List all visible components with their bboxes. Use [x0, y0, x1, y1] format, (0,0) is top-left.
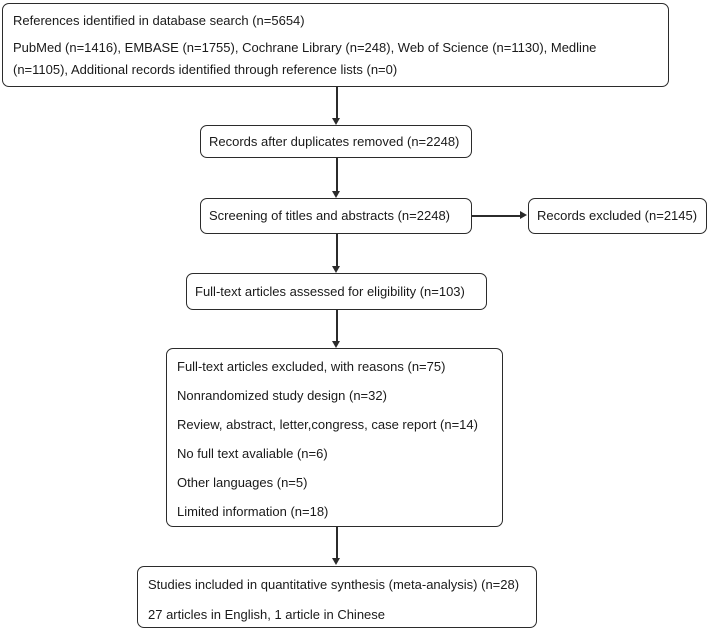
- box-records-excluded: Records excluded (n=2145): [528, 198, 707, 234]
- box-fulltext-excluded-title: Full-text articles excluded, with reason…: [177, 359, 446, 374]
- box-duplicates-removed: Records after duplicates removed (n=2248…: [200, 125, 472, 158]
- arrow-down-head: [332, 118, 340, 125]
- arrow-shaft: [335, 234, 338, 267]
- arrow-shaft: [472, 214, 521, 217]
- arrow-shaft: [335, 310, 338, 342]
- exclusion-reason-5: Limited information (n=18): [177, 504, 329, 519]
- box-studies-included-body: 27 articles in English, 1 article in Chi…: [148, 607, 386, 622]
- box-studies-included: Studies included in quantitative synthes…: [137, 566, 537, 628]
- exclusion-reason-4: Other languages (n=5): [177, 475, 308, 490]
- exclusion-reason-3: No full text avaliable (n=6): [177, 446, 328, 461]
- box-duplicates-label: Records after duplicates removed (n=2248…: [209, 133, 460, 149]
- box-fulltext-assessed: Full-text articles assessed for eligibil…: [186, 273, 487, 310]
- exclusion-reason-1: Nonrandomized study design (n=32): [177, 388, 387, 403]
- exclusion-reason-2: Review, abstract, letter,congress, case …: [177, 417, 478, 432]
- box-references-body-line2: (n=1105), Additional records identified …: [13, 62, 398, 77]
- arrow-down-head: [332, 266, 340, 273]
- box-screening-label: Screening of titles and abstracts (n=224…: [209, 208, 451, 223]
- arrow-eligibility-to-reasons: [332, 310, 341, 348]
- arrow-screening-to-eligibility: [332, 234, 341, 273]
- arrow-down-head: [332, 191, 340, 198]
- arrow-shaft: [335, 87, 338, 119]
- arrow-right-head: [520, 211, 527, 219]
- box-studies-included-title: Studies included in quantitative synthes…: [148, 577, 520, 592]
- box-fulltext-excluded: Full-text articles excluded, with reason…: [166, 348, 503, 527]
- box-references-identified: References identified in database search…: [2, 3, 669, 87]
- arrow-shaft: [335, 527, 338, 559]
- box-records-excluded-label: Records excluded (n=2145): [537, 208, 698, 223]
- arrow-identification-to-duplicates: [332, 87, 341, 125]
- arrow-screening-to-excluded: [472, 211, 527, 220]
- arrow-down-head: [332, 341, 340, 348]
- box-fulltext-assessed-label: Full-text articles assessed for eligibil…: [195, 283, 465, 299]
- arrow-shaft: [335, 158, 338, 192]
- box-references-body-line1: PubMed (n=1416), EMBASE (n=1755), Cochra…: [13, 40, 597, 55]
- box-screening: Screening of titles and abstracts (n=224…: [200, 198, 472, 234]
- arrow-down-head: [332, 558, 340, 565]
- box-references-title: References identified in database search…: [13, 13, 305, 28]
- arrow-reasons-to-included: [332, 527, 341, 565]
- arrow-duplicates-to-screening: [332, 158, 341, 198]
